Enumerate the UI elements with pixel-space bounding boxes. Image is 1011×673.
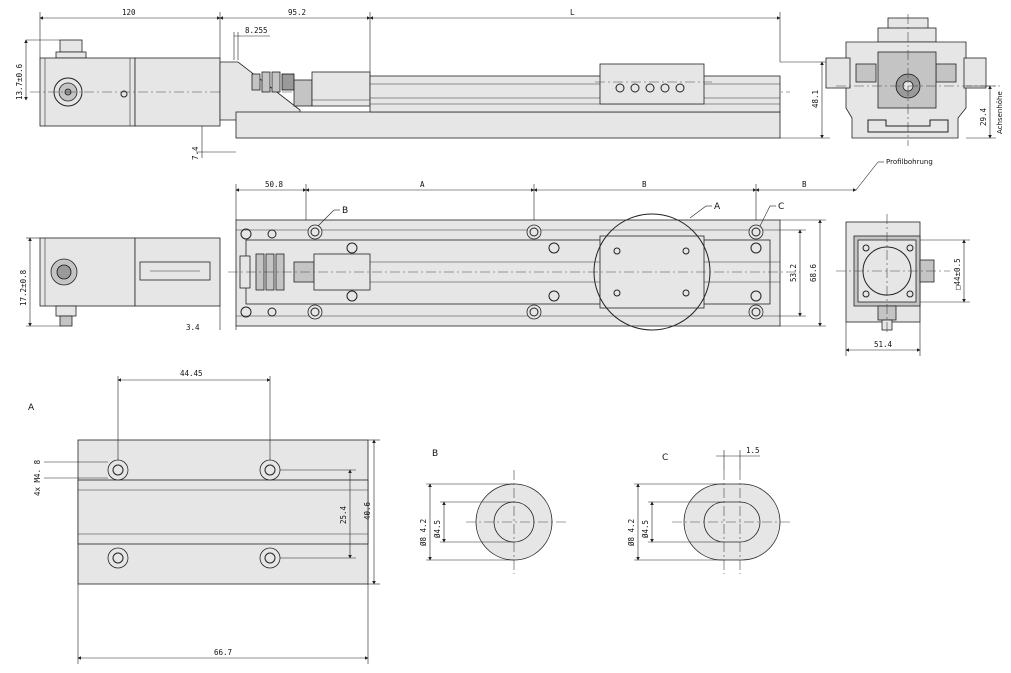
dim-profile-width-inner: 53.2 [789, 264, 798, 282]
dim-coupling-length: 95.2 [288, 8, 306, 17]
dim-flange: □44±0.5 [953, 258, 962, 290]
dim-height-total: 48.1 [811, 90, 820, 108]
dim-connector-height-top: 17.2±0.8 [19, 269, 28, 306]
detail-a-label: A [28, 403, 35, 413]
dim-pitch-b-end: B [802, 180, 807, 189]
detail-b-label: B [432, 449, 438, 459]
end-view-motor: □44±0.5 51.4 [836, 214, 970, 356]
profile-bore-label: Profilbohrung [886, 158, 933, 166]
dim-profile-width: 68.6 [809, 263, 818, 282]
dim-hole-spacing-y: 25.4 [339, 505, 348, 524]
dim-coupling-offset: 8.255 [245, 26, 268, 35]
dim-block-height: 40.6 [363, 501, 372, 520]
dim-axis-height: 29.4 [979, 107, 988, 126]
axis-height-label: Achsenhöhe [996, 91, 1004, 134]
dim-c-hole: Ø4.5 [641, 520, 650, 538]
dim-c-counterbore: Ø8 4.2 [627, 519, 636, 546]
detail-b: B Ø8 4.2 Ø4.5 [419, 449, 566, 574]
callout-c: C [778, 202, 784, 212]
end-view-right: 29.4 Achsenhöhe [825, 14, 1004, 146]
dim-thread: 4x M4. 8 [33, 459, 42, 496]
dim-connector-height-side: 13.7±0.6 [15, 63, 24, 100]
top-view: 50.8 A B B Profilbohrung [19, 158, 933, 332]
dim-motor-offset-side: 7.4 [191, 146, 200, 160]
dim-pitch-b: B [642, 180, 647, 189]
callout-a: A [714, 202, 721, 212]
dim-motor-end-width: 51.4 [874, 340, 893, 349]
dim-block-width: 66.7 [214, 648, 232, 657]
detail-c: C 1.5 Ø8 4.2 Ø4.5 [627, 446, 792, 574]
dim-motor-length: 120 [122, 8, 136, 17]
dim-hole-spacing-x: 44.45 [180, 369, 203, 378]
detail-c-label: C [662, 453, 668, 463]
dim-left-margin: 50.8 [265, 180, 284, 189]
detail-a: A 44.45 4x M4. 8 25.4 40.6 66.7 [28, 369, 380, 664]
dim-pitch-a: A [420, 180, 425, 189]
dim-c-slot-offset: 1.5 [746, 446, 760, 455]
side-view: 120 95.2 L 8.255 [15, 8, 830, 160]
dim-stroke: L [570, 8, 575, 17]
dim-b-hole: Ø4.5 [433, 520, 442, 538]
dim-b-counterbore: Ø8 4.2 [419, 519, 428, 546]
dim-motor-offset-top: 3.4 [186, 323, 200, 332]
callout-b: B [342, 206, 348, 216]
detail-a-circle [593, 213, 711, 331]
